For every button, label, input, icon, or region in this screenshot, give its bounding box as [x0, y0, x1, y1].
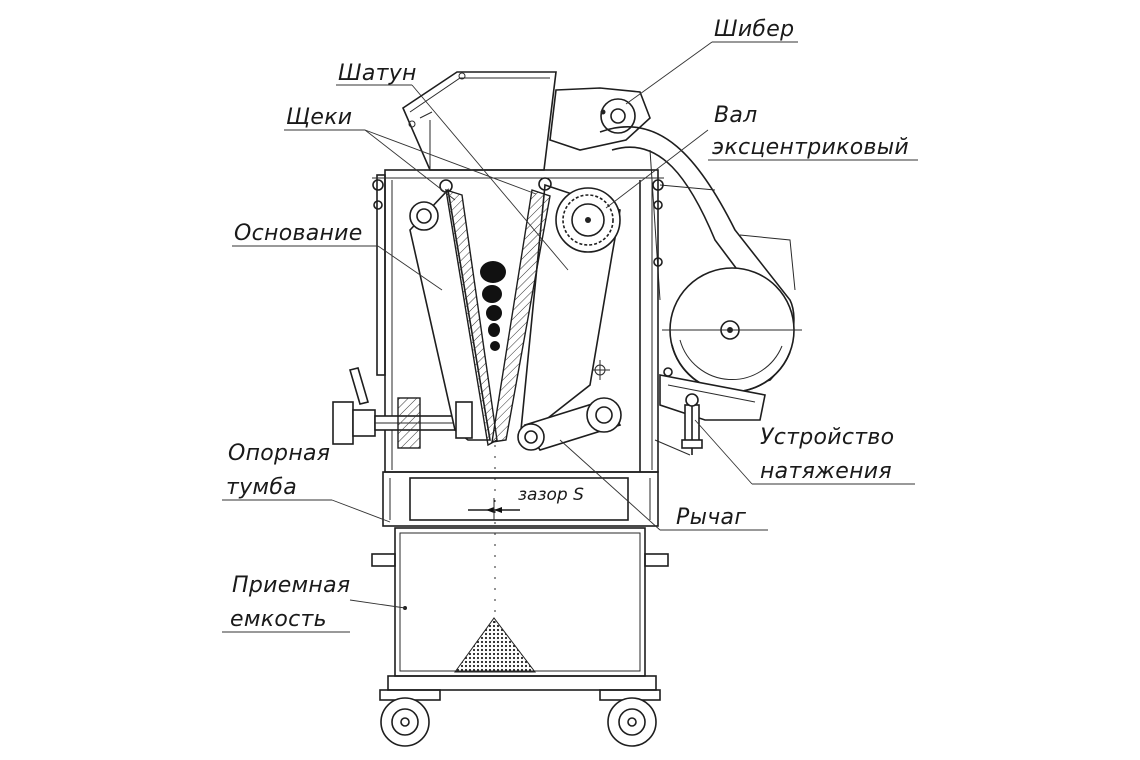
support-stand — [382, 471, 659, 527]
wheel-right — [607, 697, 657, 747]
labels: Шибер Шатун Вал эксцентриковый Щеки Осно… — [226, 17, 909, 632]
belt-guard — [599, 126, 802, 421]
falling-material — [480, 261, 506, 630]
tension-device — [654, 393, 703, 456]
leader-lines — [222, 41, 918, 633]
base-frame — [372, 169, 664, 473]
label-shiber: Шибер — [714, 17, 794, 42]
shiber-gate — [549, 87, 651, 151]
carriage — [379, 675, 661, 747]
label-ustroistvo-line1: Устройство — [760, 425, 894, 450]
label-priemnaya-line1: Приемная — [232, 573, 350, 598]
label-val-line2: эксцентриковый — [712, 135, 909, 160]
label-rychag: Рычаг — [676, 505, 746, 530]
label-opornaya-line2: тумба — [226, 475, 297, 500]
jaws — [409, 177, 622, 451]
receiving-bin — [371, 527, 669, 677]
label-val-line1: Вал — [714, 103, 758, 128]
label-priemnaya-line2: емкость — [230, 607, 327, 632]
label-shatun: Шатун — [338, 61, 417, 86]
label-osnovanie: Основание — [234, 221, 363, 246]
feed-hopper — [401, 71, 557, 171]
adjusting-screw — [332, 367, 476, 449]
label-opornaya-line1: Опорная — [228, 441, 330, 466]
label-zazor: зазор S — [518, 485, 584, 505]
wheel-left — [380, 697, 430, 747]
label-scheki: Щеки — [286, 105, 352, 130]
label-ustroistvo-line2: натяжения — [760, 459, 892, 484]
